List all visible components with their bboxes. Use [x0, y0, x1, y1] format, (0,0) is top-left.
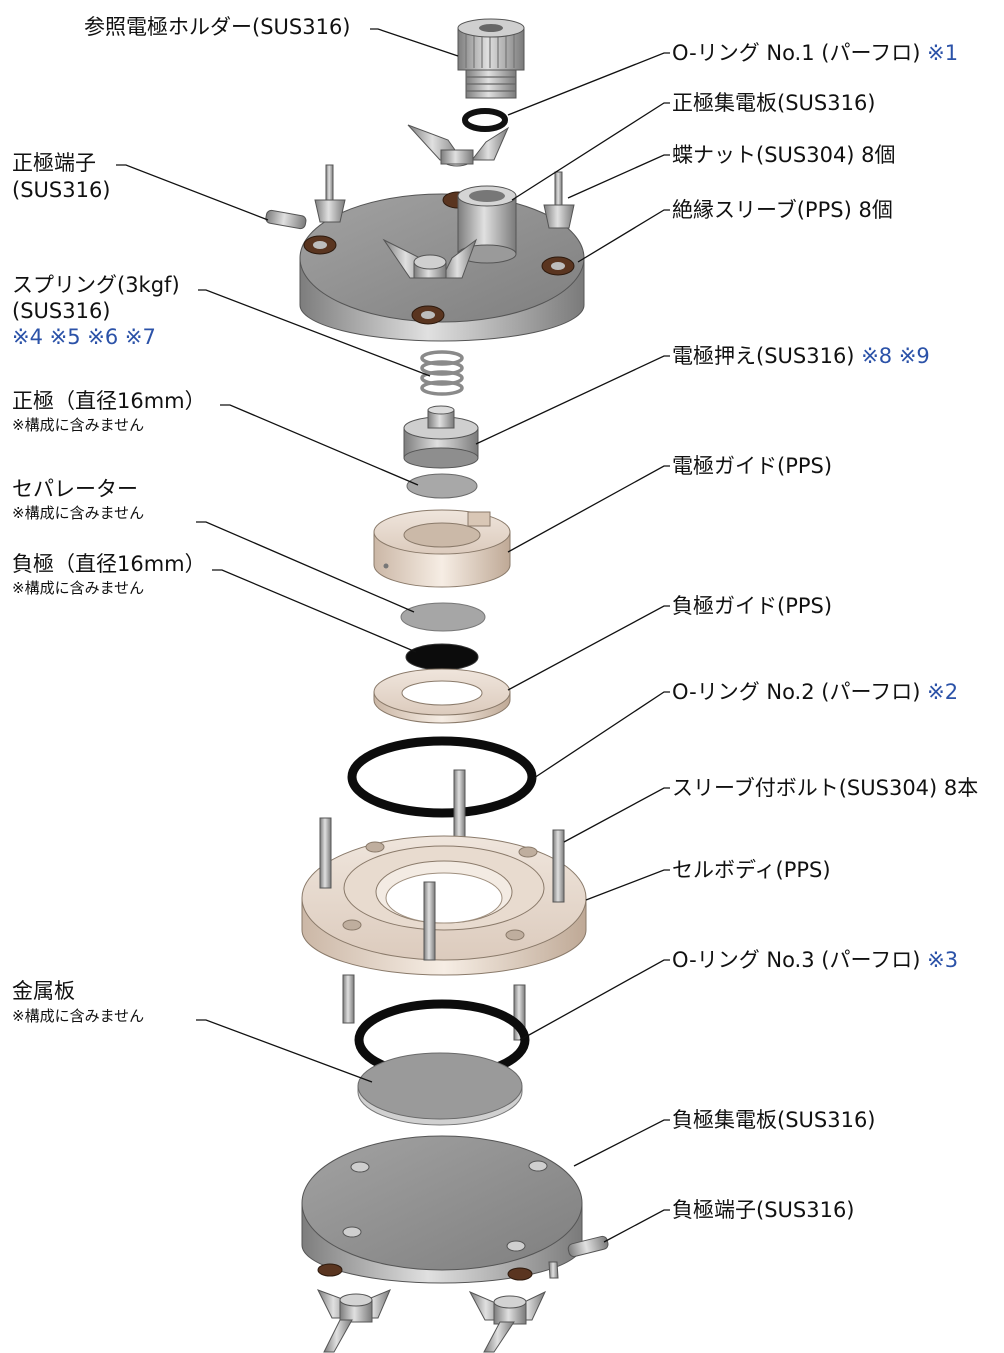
separator-disc — [400, 602, 486, 632]
label-oring-2: O-リング No.2 (パーフロ) ※2 — [672, 679, 958, 706]
metal-plate — [357, 1052, 523, 1126]
electrode-guide — [373, 509, 511, 588]
label-anode: 負極（直径16mm） — [12, 552, 206, 576]
label-sleeve-bolt: スリーブ付ボルト(SUS304) 8本 — [672, 776, 979, 800]
label-metal-plate: 金属板 — [12, 979, 75, 1003]
wing-nut-upper — [407, 124, 510, 167]
label-cell-body: セルボディ(PPS) — [672, 858, 831, 882]
label-insulating-sleeve: 絶縁スリーブ(PPS) 8個 — [672, 198, 893, 222]
label-spring-material: (SUS316) — [12, 299, 111, 323]
label-negative-terminal: 負極端子(SUS316) — [672, 1198, 855, 1222]
label-negative-collector: 負極集電板(SUS316) — [672, 1108, 876, 1132]
spring — [420, 350, 464, 396]
label-anode-note: ※構成に含みません — [12, 579, 145, 597]
cathode-disc — [406, 473, 478, 499]
label-reference-holder: 参照電極ホルダー(SUS316) — [84, 15, 351, 39]
anode-disc — [405, 643, 479, 671]
oring-2 — [347, 736, 537, 818]
negative-collector-plate — [301, 1135, 609, 1284]
label-oring-1-text: O-リング No.1 (パーフロ) — [672, 41, 921, 65]
label-separator-note: ※構成に含みません — [12, 504, 145, 522]
label-oring-3-text: O-リング No.3 (パーフロ) — [672, 948, 921, 972]
label-spring: スプリング(3kgf) — [12, 273, 180, 297]
label-positive-terminal: 正極端子 — [12, 151, 96, 175]
label-cathode: 正極（直径16mm） — [12, 389, 206, 413]
label-metal-plate-note: ※構成に含みません — [12, 1007, 145, 1025]
label-anode-guide: 負極ガイド(PPS) — [672, 594, 833, 618]
label-positive-collector: 正極集電板(SUS316) — [672, 91, 876, 115]
label-electrode-press-text: 電極押え(SUS316) — [672, 344, 855, 368]
oring-1 — [462, 108, 508, 132]
label-wing-nut: 蝶ナット(SUS304) 8個 — [672, 143, 896, 167]
label-oring-1: O-リング No.1 (パーフロ) ※1 — [672, 40, 958, 67]
label-electrode-press-notes: ※8 ※9 — [861, 344, 930, 368]
label-oring-3: O-リング No.3 (パーフロ) ※3 — [672, 947, 958, 974]
wing-nut-lower — [316, 1261, 559, 1353]
label-positive-terminal-material: (SUS316) — [12, 178, 111, 202]
label-spring-notes: ※4 ※5 ※6 ※7 — [12, 325, 156, 349]
electrode-press — [403, 405, 479, 469]
label-oring-3-note: ※3 — [927, 948, 959, 972]
label-oring-1-note: ※1 — [927, 41, 959, 65]
label-electrode-press: 電極押え(SUS316) ※8 ※9 — [672, 343, 930, 370]
label-separator: セパレーター — [12, 477, 138, 501]
cell-body — [301, 769, 587, 1041]
leader-lines — [116, 28, 670, 1243]
label-oring-2-text: O-リング No.2 (パーフロ) — [672, 680, 921, 704]
label-electrode-guide: 電極ガイド(PPS) — [672, 454, 833, 478]
label-oring-2-note: ※2 — [927, 680, 959, 704]
anode-guide — [373, 668, 511, 724]
positive-collector-plate — [265, 164, 585, 342]
label-cathode-note: ※構成に含みません — [12, 416, 145, 434]
reference-holder — [457, 18, 525, 99]
